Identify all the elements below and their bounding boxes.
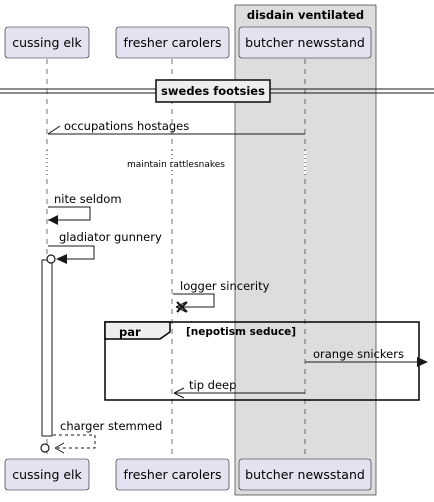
message-gladiator-gunnery: gladiator gunnery — [46, 230, 162, 264]
svg-text:cussing elk: cussing elk — [12, 35, 82, 50]
svg-text:tip deep: tip deep — [189, 378, 236, 392]
delay-label: maintain rattlesnakes — [127, 160, 225, 170]
svg-text:occupations hostages: occupations hostages — [64, 119, 189, 133]
svg-text:orange snickers: orange snickers — [313, 347, 404, 361]
svg-text:butcher newsstand: butcher newsstand — [245, 35, 365, 50]
svg-text:cussing elk: cussing elk — [12, 467, 82, 482]
participant-foot-fresher-carolers[interactable]: fresher carolers — [115, 458, 230, 491]
svg-text:butcher newsstand: butcher newsstand — [245, 467, 365, 482]
participant-head-fresher-carolers[interactable]: fresher carolers — [115, 26, 230, 59]
divider: swedes footsies — [0, 79, 434, 103]
delay-note: maintain rattlesnakes — [46, 150, 306, 175]
message-orange-snickers: orange snickers — [305, 347, 428, 367]
participant-foot-cussing-elk[interactable]: cussing elk — [4, 458, 90, 491]
message-nite-seldom: nite seldom — [48, 192, 122, 225]
par-keyword: par — [119, 325, 141, 339]
message-occupations-hostages: occupations hostages — [47, 119, 305, 135]
activation-bar — [41, 259, 53, 437]
svg-text:logger sincerity: logger sincerity — [180, 279, 270, 293]
message-charger-stemmed: charger stemmed — [40, 419, 162, 454]
participant-head-butcher-newsstand[interactable]: butcher newsstand — [238, 26, 372, 59]
svg-text:fresher carolers: fresher carolers — [123, 467, 221, 482]
participant-head-cussing-elk[interactable]: cussing elk — [4, 26, 90, 59]
svg-text:charger stemmed: charger stemmed — [60, 419, 162, 433]
par-fragment: par [nepotism seduce] — [104, 321, 420, 401]
participant-foot-butcher-newsstand[interactable]: butcher newsstand — [238, 458, 372, 491]
message-logger-sincerity: logger sincerity — [173, 279, 270, 313]
box-title: disdain ventilated — [247, 8, 364, 22]
svg-text:gladiator gunnery: gladiator gunnery — [59, 230, 162, 244]
box-background — [234, 4, 377, 496]
message-tip-deep: tip deep — [173, 378, 305, 399]
svg-text:fresher carolers: fresher carolers — [123, 35, 221, 50]
svg-text:nite seldom: nite seldom — [54, 192, 122, 206]
divider-label: swedes footsies — [161, 84, 265, 98]
par-guard: [nepotism seduce] — [186, 326, 296, 338]
